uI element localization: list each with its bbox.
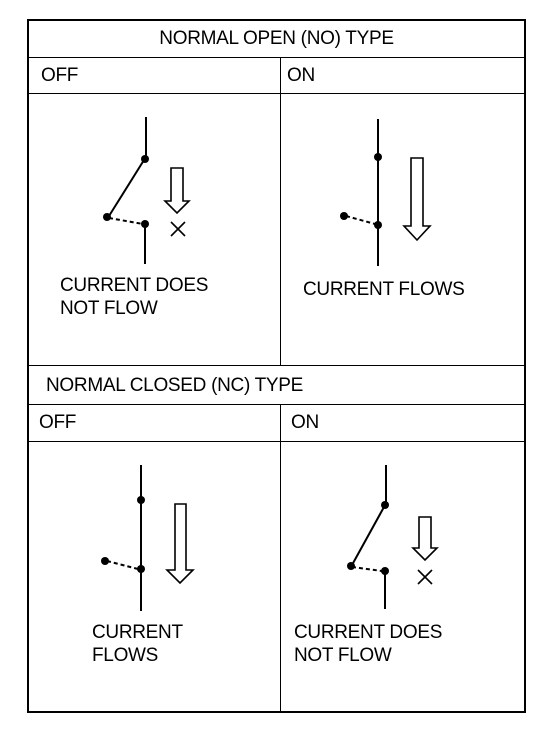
nc-off-switch-diagram [101, 465, 195, 611]
no-off-switch-diagram [103, 117, 191, 264]
no-on-switch-diagram [340, 119, 432, 266]
nc-on-caption-2: NOT FLOW [294, 645, 392, 666]
divider-title-nc [29, 404, 524, 405]
nc-on-caption-1: CURRENT DOES [294, 622, 443, 643]
switch-types-diagram: NORMAL OPEN (NO) TYPE OFF ON CURRENT DOE… [27, 19, 526, 713]
nc-off-label: OFF [39, 412, 77, 433]
nc-on-switch-diagram [347, 465, 439, 609]
nc-off-caption-2: FLOWS [92, 645, 159, 666]
nc-type-title: NORMAL CLOSED (NC) TYPE [46, 375, 304, 396]
no-on-caption-1: CURRENT FLOWS [303, 279, 465, 300]
no-on-label: ON [287, 65, 315, 86]
divider-col-no [280, 57, 281, 365]
divider-section [29, 365, 524, 366]
nc-off-caption-1: CURRENT [92, 622, 183, 643]
no-type-title: NORMAL OPEN (NO) TYPE [159, 28, 394, 49]
divider-title-no [29, 57, 524, 58]
divider-col-nc [280, 404, 281, 713]
nc-on-label: ON [291, 412, 319, 433]
no-off-label: OFF [41, 65, 79, 86]
divider-header-no [29, 93, 524, 94]
no-off-caption-1: CURRENT DOES [60, 275, 209, 296]
divider-header-nc [29, 441, 524, 442]
no-off-caption-2: NOT FLOW [60, 298, 158, 319]
